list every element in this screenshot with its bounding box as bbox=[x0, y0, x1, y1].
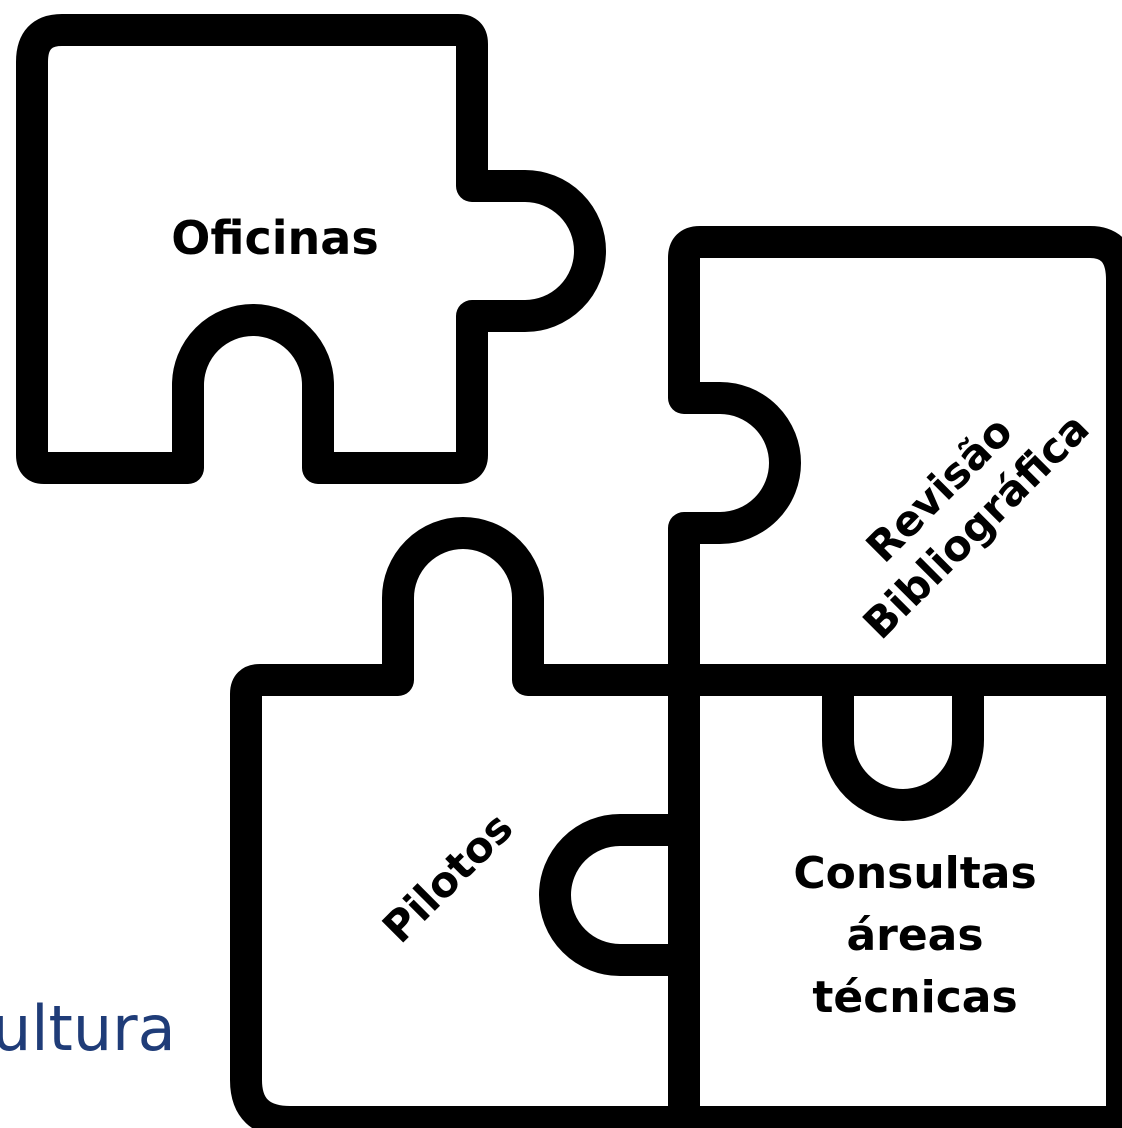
puzzle-piece-oficinas bbox=[16, 14, 606, 484]
puzzle-piece-revisao bbox=[668, 226, 1122, 696]
puzzle-piece-consultas bbox=[668, 664, 1122, 1128]
label-consultas-line1: Consultas bbox=[793, 848, 1036, 899]
partial-word: ultura bbox=[0, 992, 176, 1065]
label-revisao-group: Revisão Bibliográfica bbox=[853, 403, 1098, 648]
label-oficinas: Oficinas bbox=[171, 211, 378, 265]
label-pilotos: Pilotos bbox=[373, 803, 522, 952]
label-consultas-line3: técnicas bbox=[812, 972, 1017, 1023]
puzzle-piece-pilotos bbox=[230, 517, 700, 1128]
label-consultas-line2: áreas bbox=[846, 910, 983, 961]
label-pilotos-group: Pilotos bbox=[373, 803, 522, 952]
